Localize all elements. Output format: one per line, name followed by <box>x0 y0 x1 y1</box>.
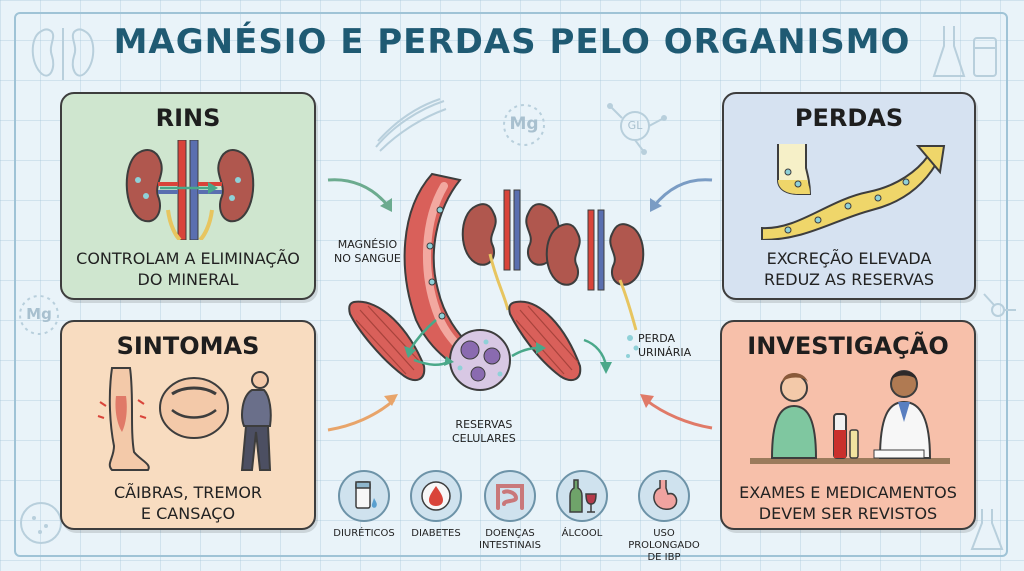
factor-doencas-intestinais: DOENÇAS INTESTINAIS <box>470 470 550 552</box>
glucose-symbol-label: GL <box>627 119 643 132</box>
center-physiology-illustration <box>348 172 645 391</box>
excretion-flow-illustration <box>761 144 946 240</box>
mg-symbol-left-label: Mg <box>26 305 52 323</box>
arrow-center-to-investigacao <box>645 398 713 430</box>
factor-diabetes: DIABETES <box>396 470 476 540</box>
factor-label: USO PROLONGADO DE IBP <box>628 528 700 563</box>
factor-alcool: ÁLCOOL <box>542 470 622 540</box>
panel-rins: RINS CONTROLAM A ELIMINAÇÃO DO MINERAL <box>60 92 316 300</box>
panel-perdas-text: EXCREÇÃO ELEVADA REDUZ AS RESERVAS <box>764 249 934 289</box>
tube-icon <box>338 470 390 522</box>
panel-sintomas-text: CÃIBRAS, TREMOR E CANSAÇO <box>113 483 263 523</box>
outer-frame <box>14 12 1008 557</box>
mg-symbol-label: Mg <box>509 114 539 134</box>
panel-rins-title: RINS <box>155 104 221 132</box>
factor-uso-prolongado-ibp: USO PROLONGADO DE IBP <box>616 470 712 564</box>
page-title: MAGNÉSIO E PERDAS PELO ORGANISMO <box>113 22 911 62</box>
drop-icon <box>410 470 462 522</box>
label-blood-magnesium: MAGNÉSIO NO SANGUE <box>334 238 401 265</box>
factor-label: DIABETES <box>411 528 461 539</box>
panel-sintomas-title: SINTOMAS <box>116 332 260 360</box>
arrow-center-to-sintomas <box>327 398 395 432</box>
panel-perdas: PERDAS EXCREÇÃO ELEVADA REDUZ AS RESERVA… <box>722 92 976 300</box>
label-cellular-reserves: RESERVAS CELULARES <box>452 418 516 445</box>
mg-symbol-top: Mg <box>494 100 554 150</box>
arrow-perdas-to-center <box>652 178 713 207</box>
arrow-rins-to-center <box>327 178 390 207</box>
mg-symbol-left: Mg <box>16 292 62 338</box>
molecule-right-icon <box>983 293 1016 317</box>
symptoms-illustration <box>97 367 272 471</box>
stomach-icon <box>638 470 690 522</box>
panel-perdas-title: PERDAS <box>794 104 904 132</box>
kidney-outline-icon <box>31 28 95 80</box>
factor-label: DIURÉTICOS <box>333 528 395 539</box>
factor-label: ÁLCOOL <box>561 528 603 539</box>
panel-investigacao-text: EXAMES E MEDICAMENTOS DEVEM SER REVISTOS <box>739 483 957 523</box>
kidneys-illustration <box>125 140 255 240</box>
panel-investigacao: INVESTIGAÇÃO EXAMES E MEDICAMENTOS DEVEM… <box>720 320 976 530</box>
factor-diureticos: DIURÉTICOS <box>324 470 404 540</box>
glucose-molecule: GL <box>600 96 670 156</box>
factor-label: DOENÇAS INTESTINAIS <box>479 528 541 551</box>
panel-rins-text: CONTROLAM A ELIMINAÇÃO DO MINERAL <box>76 249 300 289</box>
intestine-icon <box>484 470 536 522</box>
label-urinary-loss: PERDA URINÁRIA <box>638 332 692 359</box>
bottle-icon <box>556 470 608 522</box>
muscle-sketch-icon <box>375 98 447 152</box>
doctor-patient-illustration <box>750 370 950 464</box>
muscle-right <box>508 300 582 382</box>
panel-sintomas: SINTOMAS CÃIBRAS, TREMOR E CANSAÇO <box>60 320 316 530</box>
flask-bottom-right-icon <box>970 509 1004 550</box>
lab-flask-icon <box>932 26 997 77</box>
panel-investigacao-title: INVESTIGAÇÃO <box>747 332 949 360</box>
